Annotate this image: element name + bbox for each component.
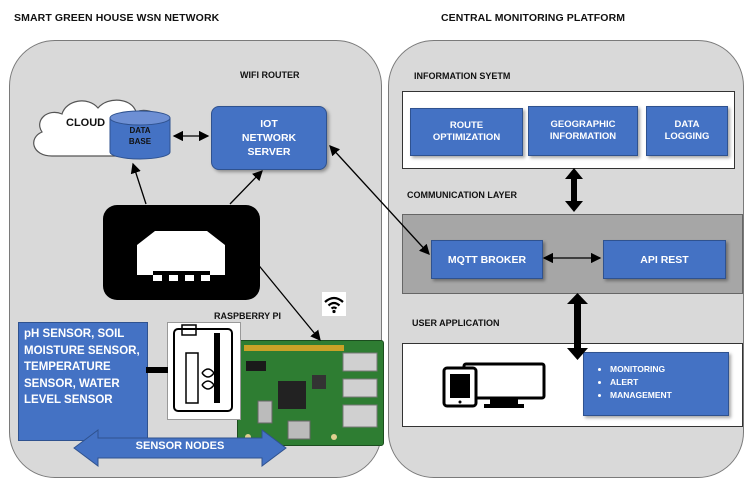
geographic-information-box: GEOGRAPHIC INFORMATION	[528, 106, 638, 156]
mqtt-broker-box: MQTT BROKER	[431, 240, 543, 279]
feature-item: MONITORING	[610, 363, 728, 376]
information-system-label: INFORMATION SYETM	[414, 71, 511, 81]
feature-item: MANAGEMENT	[610, 389, 728, 402]
arduino-board	[167, 322, 241, 420]
phone-icon	[442, 366, 478, 408]
iot-network-server-box: IOT NETWORK SERVER	[211, 106, 327, 170]
wifi-router-label: WIFI ROUTER	[240, 70, 300, 80]
sensor-nodes-arrow: SENSOR NODES	[72, 428, 288, 468]
platform-title: CENTRAL MONITORING PLATFORM	[441, 12, 626, 24]
data-logging-box: DATA LOGGING	[646, 106, 728, 156]
database-icon	[109, 110, 171, 160]
database-label: DATA BASE	[128, 126, 152, 146]
wifi-icon	[322, 292, 346, 316]
cloud-label: CLOUD	[66, 117, 106, 129]
comm-user-arrow	[567, 293, 588, 360]
sensor-arduino-link	[146, 367, 168, 373]
router-server-arrow	[229, 170, 263, 205]
feature-item: ALERT	[610, 376, 728, 389]
api-rest-box: API REST	[603, 240, 726, 279]
devices-icon	[442, 362, 546, 408]
sensor-list-box: pH SENSOR, SOIL MOISTURE SENSOR, TEMPERA…	[18, 322, 148, 441]
sensor-nodes-label: SENSOR NODES	[135, 440, 225, 452]
features-box: MONITORING ALERT MANAGEMENT	[583, 352, 729, 416]
raspberry-pi-board	[237, 340, 384, 446]
raspberry-pi-label: RASPBERRY PI	[214, 311, 282, 321]
info-comm-arrow	[565, 168, 583, 212]
user-application-label: USER APPLICATION	[412, 318, 500, 328]
router-cloud-arrow	[130, 162, 147, 205]
server-mqtt-arrow	[329, 145, 430, 255]
sensor-list-text: pH SENSOR, SOIL MOISTURE SENSOR, TEMPERA…	[24, 328, 140, 406]
router-icon	[103, 205, 260, 300]
wsn-title: SMART GREEN HOUSE WSN NETWORK	[14, 12, 220, 24]
router-pi-arrow	[255, 261, 321, 342]
communication-layer-label: COMMUNICATION LAYER	[407, 190, 517, 200]
